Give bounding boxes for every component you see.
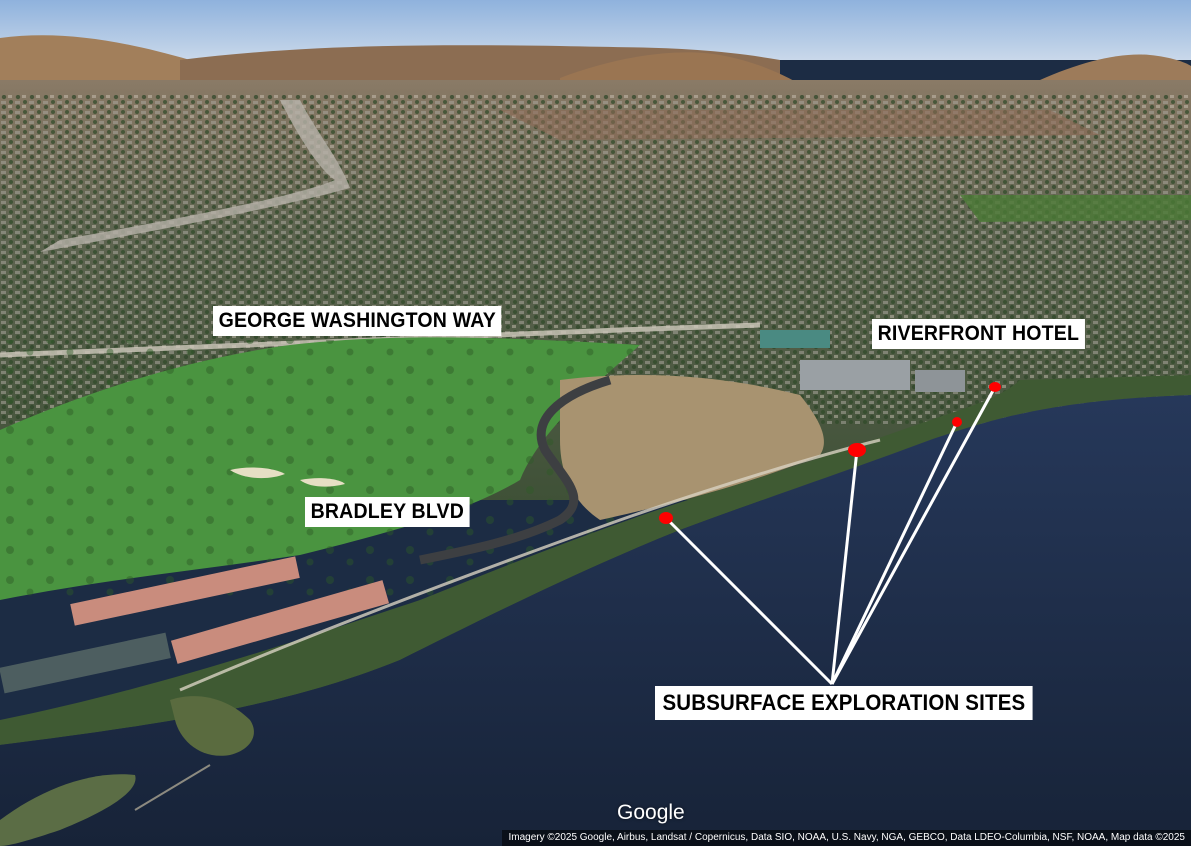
- leader-line: [664, 516, 834, 686]
- leader-line: [830, 386, 997, 685]
- leader-line: [830, 421, 959, 685]
- sand-bunker: [230, 467, 285, 479]
- dry-field: [560, 375, 824, 520]
- exploration-site-marker[interactable]: [848, 443, 866, 457]
- hotel-building: [800, 360, 910, 390]
- columbia-river: [0, 395, 1191, 846]
- fields-green-right: [960, 195, 1191, 222]
- townhouse-rows: [0, 556, 390, 694]
- hotel-building: [915, 370, 965, 392]
- hotel-building: [760, 330, 830, 348]
- island: [0, 774, 136, 846]
- exploration-site-marker[interactable]: [952, 417, 962, 427]
- george-washington-way-label: GEORGE WASHINGTON WAY: [213, 306, 502, 336]
- dry-field-far: [500, 110, 1100, 140]
- exploration-site-marker[interactable]: [989, 382, 1001, 392]
- riverfront-hotel-label: RIVERFRONT HOTEL: [872, 319, 1085, 349]
- sand-bunker: [300, 478, 345, 487]
- bradley-blvd-road: [419, 375, 612, 565]
- subsurface-exploration-sites-label: SUBSURFACE EXPLORATION SITES: [655, 686, 1033, 720]
- map-attribution[interactable]: Imagery ©2025 Google, Airbus, Landsat / …: [502, 830, 1191, 846]
- boat-dock: [134, 764, 211, 811]
- leader-line: [830, 449, 859, 685]
- bradley-blvd-label: BRADLEY BLVD: [305, 497, 470, 527]
- highway: [40, 100, 350, 252]
- leader-lines: [664, 386, 997, 686]
- exploration-site-markers: [659, 382, 1001, 524]
- peninsula: [170, 696, 254, 756]
- river-path: [179, 438, 881, 692]
- riverbank: [0, 375, 1191, 745]
- exploration-site-marker[interactable]: [659, 512, 673, 524]
- google-logo: Google: [617, 801, 685, 824]
